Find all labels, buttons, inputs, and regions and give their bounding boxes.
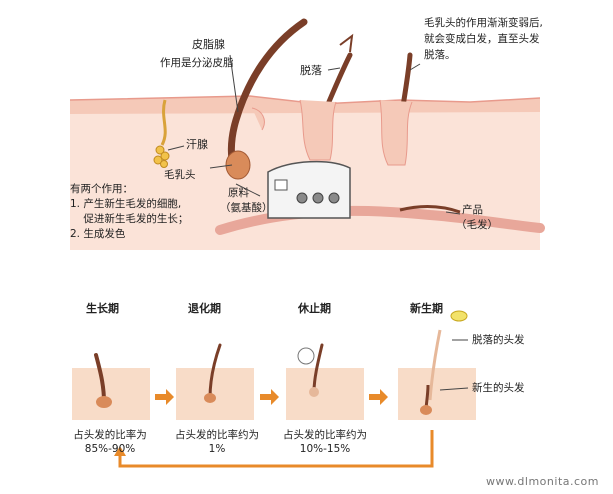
label-raw-material-1: 原料 xyxy=(228,187,249,199)
label-papilla-weaken-1: 毛乳头的作用渐渐变弱后, xyxy=(424,17,543,29)
label-shedding: 脱落 xyxy=(300,64,322,77)
shedding-hair xyxy=(299,33,354,161)
label-product-1: 产品 xyxy=(462,204,483,216)
stage-title-growth: 生长期 xyxy=(86,302,119,315)
stage-title-rest: 休止期 xyxy=(298,302,331,315)
stage-ratio-regression-label: 占头发的比率约为 xyxy=(175,429,259,441)
label-papilla-roles-2: 1. 产生新生毛发的细胞, xyxy=(70,198,182,210)
growing-hair xyxy=(225,18,308,180)
cycle-return-arrowhead xyxy=(114,446,126,456)
label-new-hair: 新生的头发 xyxy=(472,382,525,394)
watermark: www.dlmonita.com xyxy=(485,475,599,488)
label-papilla: 毛乳头 xyxy=(164,169,196,181)
stage-arrows xyxy=(155,389,388,405)
label-shed-hair: 脱落的头发 xyxy=(472,334,525,346)
stage-ratio-growth-value: 85%-90% xyxy=(84,443,136,455)
stage-title-regression: 退化期 xyxy=(188,302,221,315)
lifecycle-panels xyxy=(72,310,476,420)
weakening-hair xyxy=(379,52,413,166)
pointer-lines xyxy=(167,54,461,215)
label-papilla-roles-3: 促进新生毛发的生长； xyxy=(70,213,189,225)
label-papilla-weaken-3: 脱落。 xyxy=(424,49,456,61)
stage-ratio-rest-label: 占头发的比率约为 xyxy=(283,429,367,441)
label-papilla-roles-1: 有两个作用： xyxy=(70,183,133,195)
label-papilla-weaken-2: 就会变成白发，直至头发 xyxy=(424,33,540,45)
label-product-2: （毛发） xyxy=(456,219,498,231)
label-sweat-gland: 汗腺 xyxy=(186,138,208,151)
factory-icon xyxy=(267,160,351,219)
stage-ratio-regression-value: 1% xyxy=(208,443,226,455)
label-sebaceous-role: 作用是分泌皮脂 xyxy=(160,57,234,69)
sweat-gland xyxy=(153,99,170,168)
label-papilla-roles-4: 2. 生成发色 xyxy=(70,228,126,240)
label-sebaceous-gland: 皮脂腺 xyxy=(192,38,225,51)
stage-title-new: 新生期 xyxy=(410,302,443,315)
pointer-new-hair xyxy=(439,387,469,391)
label-raw-material-2: （氨基酸） xyxy=(220,202,273,214)
stage-ratio-rest-value: 10%-15% xyxy=(299,443,351,455)
stage-ratio-growth-label: 占头发的比率为 xyxy=(73,429,147,441)
product-hair xyxy=(399,205,461,214)
cycle-return-arrow xyxy=(118,430,434,468)
